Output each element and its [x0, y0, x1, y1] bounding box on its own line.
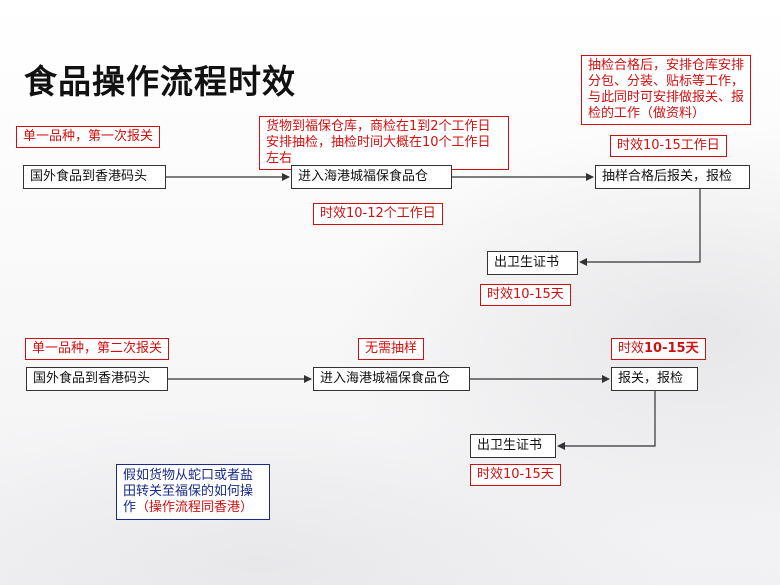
transit-note: 假如货物从蛇口或者盐田转关至福保的如何操作（操作流程同香港） [116, 464, 270, 520]
flow1-note-inspection: 货物到福保仓库，商检在1到2个工作日安排抽检，抽检时间大概在10个工作日左右 [259, 116, 509, 170]
flow1-note-time: 时效10-12个工作日 [313, 203, 443, 225]
flow1-note-right-time: 时效10-15工作日 [610, 135, 727, 157]
flow2-step3: 报关，报检 [611, 367, 698, 391]
arrow-f1-step3-step4 [579, 189, 701, 266]
flow2-note-right-time-value: 10-15天 [644, 341, 699, 356]
flow1-step3: 抽样合格后报关，报检 [595, 165, 750, 189]
flow1-step4: 出卫生证书 [487, 251, 578, 275]
page-title: 食品操作流程时效 [24, 62, 296, 101]
flow1-note-cert-time: 时效10-15天 [480, 284, 571, 306]
flow1-step2: 进入海港城福保食品仓 [291, 165, 452, 189]
flow1-note-packing: 抽检合格后，安排仓库安排分包、分装、贴标等工作，与此同时可安排做报关、报检的工作… [581, 55, 751, 125]
flow2-label: 单一品种，第二次报关 [25, 338, 170, 360]
flow1-step1: 国外食品到香港码头 [23, 165, 166, 189]
flow2-note-right-time: 时效10-15天 [611, 338, 706, 360]
flow2-note-right-time-prefix: 时效 [618, 341, 645, 356]
flow2-step1: 国外食品到香港码头 [26, 367, 168, 391]
flow1-label: 单一品种，第一次报关 [16, 126, 161, 148]
transit-note-highlight: （操作流程同香港） [136, 500, 254, 515]
flow2-note-cert-time: 时效10-15天 [470, 464, 561, 486]
transit-note-text: 假如货物从蛇口或者盐田转关至福保的如何操作 [123, 468, 254, 515]
flow2-step4: 出卫生证书 [470, 434, 556, 458]
flow2-step2: 进入海港城福保食品仓 [313, 367, 470, 391]
flow2-note-no-sampling: 无需抽样 [358, 338, 425, 360]
arrow-f2-step3-step4 [557, 391, 656, 450]
